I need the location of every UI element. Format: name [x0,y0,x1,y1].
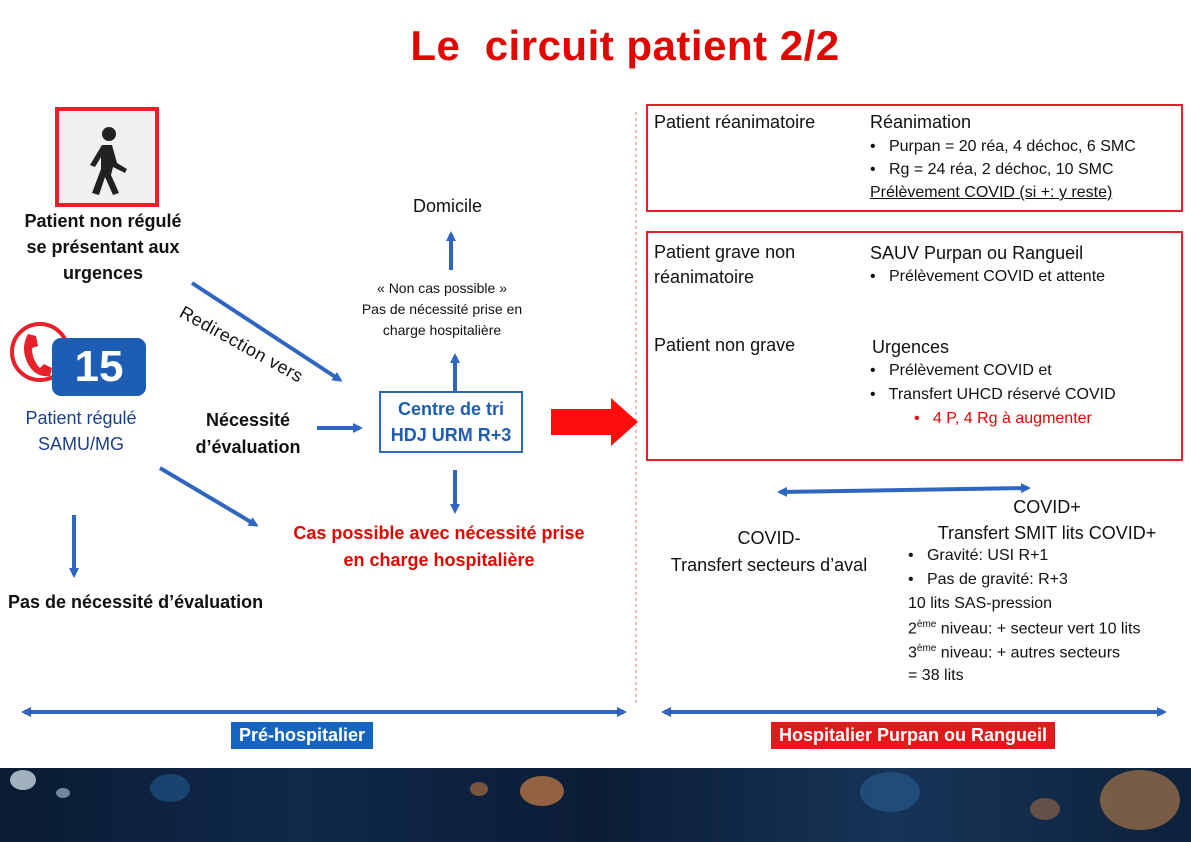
non-case-line-3: charge hospitalière [336,320,548,341]
non-case-label: « Non cas possible » Pas de nécessité pr… [336,278,548,341]
level2-text: niveau: + secteur vert 10 lits [936,620,1140,637]
row1-destination: Réanimation [870,112,971,133]
row3-bullet-1: • Prélèvement COVID et [870,362,1052,380]
walking-sign [55,107,159,207]
row2-label-line-1: Patient grave non [654,240,795,265]
covid-neg-line-2: Transfert secteurs d’aval [654,552,884,579]
triage-center-label: Centre de tri HDJ URM R+3 [380,396,522,448]
row2-bullet-1-text: Prélèvement COVID et attente [889,268,1105,285]
row1-bullet-1: • Purpan = 20 réa, 4 déchoc, 6 SMC [870,138,1136,156]
big-red-arrow [551,398,638,446]
no-need-evaluation-label: Pas de nécessité d’évaluation [8,592,263,613]
virus-particle-icon [56,788,70,798]
unregulated-line-1: Patient non régulé [8,208,198,234]
virus-particle-icon [150,774,190,802]
non-case-line-2: Pas de nécessité prise en [336,299,548,320]
covid-pos-level-3: 3ème niveau: + autres secteurs [908,643,1120,662]
row3-sub-bullet: • 4 P, 4 Rg à augmenter [914,410,1092,428]
row3-sub-bullet-text: 4 P, 4 Rg à augmenter [933,410,1092,427]
level2-sup: ème [917,619,936,630]
pre-hospital-badge: Pré-hospitalier [231,722,373,749]
covid-pos-bullet-1-text: Gravité: USI R+1 [927,547,1048,564]
need-eval-line-2: d’évaluation [178,434,318,461]
regulated-line-1: Patient régulé [6,405,156,431]
covid-pos-bullet-2-text: Pas de gravité: R+3 [927,571,1068,588]
row1-note: Prélèvement COVID (si +: y reste) [870,184,1112,202]
row1-patient-label: Patient réanimatoire [654,112,815,133]
row3-bullet-1-text: Prélèvement COVID et [889,362,1052,379]
walking-person-icon [59,111,155,203]
covid-pos-line-sas: 10 lits SAS-pression [908,595,1052,613]
virus-particle-icon [470,782,488,796]
covid-pos-total: = 38 lits [908,667,964,685]
arrow-covid-split [780,488,1028,492]
possible-case-label: Cas possible avec nécessité prise en cha… [282,520,596,574]
covid-pos-bullet-1: • Gravité: USI R+1 [908,547,1048,565]
level2-ordinal: 2 [908,620,917,637]
row3-bullet-2-text: Transfert UHCD réservé COVID [889,386,1116,403]
covid-negative-label: COVID- Transfert secteurs d’aval [654,525,884,579]
virus-particle-icon [10,770,36,790]
covid-pos-line-2: Transfert SMIT lits COVID+ [914,520,1180,546]
samu-15-badge: 15 [52,338,146,396]
unregulated-line-2: se présentant aux [8,234,198,260]
row1-bullet-2-text: Rg = 24 réa, 2 déchoc, 10 SMC [889,161,1114,178]
decorative-virus-banner [0,768,1191,842]
triage-line-2: HDJ URM R+3 [380,422,522,448]
non-case-line-1: « Non cas possible » [336,278,548,299]
need-evaluation-label: Nécessité d’évaluation [178,407,318,461]
row3-bullet-2: • Transfert UHCD réservé COVID [870,386,1116,404]
covid-pos-line-1: COVID+ [914,494,1180,520]
level3-sup: ème [917,643,936,654]
row2-patient-label: Patient grave non réanimatoire [654,240,795,290]
domicile-label: Domicile [413,196,482,217]
regulated-patient-label: Patient régulé SAMU/MG [6,405,156,457]
regulated-line-2: SAMU/MG [6,431,156,457]
row2-label-line-2: réanimatoire [654,265,795,290]
level3-text: niveau: + autres secteurs [936,644,1120,661]
row1-bullet-1-text: Purpan = 20 réa, 4 déchoc, 6 SMC [889,138,1136,155]
covid-neg-line-1: COVID- [654,525,884,552]
arrow-to-possible-case [160,468,256,525]
level3-ordinal: 3 [908,644,917,661]
covid-pos-level-2: 2ème niveau: + secteur vert 10 lits [908,619,1140,638]
row2-bullet-1: • Prélèvement COVID et attente [870,268,1105,286]
covid-positive-label: COVID+ Transfert SMIT lits COVID+ [914,494,1180,546]
row2-destination: SAUV Purpan ou Rangueil [870,243,1083,264]
row1-bullet-2: • Rg = 24 réa, 2 déchoc, 10 SMC [870,161,1114,179]
possible-case-line-1: Cas possible avec nécessité prise [282,520,596,547]
need-eval-line-1: Nécessité [178,407,318,434]
hospital-badge: Hospitalier Purpan ou Rangueil [771,722,1055,749]
virus-particle-icon [860,772,920,812]
possible-case-line-2: en charge hospitalière [282,547,596,574]
row3-destination: Urgences [872,337,949,358]
virus-particle-icon [1100,770,1180,830]
unregulated-patient-label: Patient non régulé se présentant aux urg… [8,208,198,286]
covid-pos-bullet-2: • Pas de gravité: R+3 [908,571,1068,589]
row3-patient-label: Patient non grave [654,335,795,356]
virus-particle-icon [520,776,564,806]
virus-particle-icon [1030,798,1060,820]
unregulated-line-3: urgences [8,260,198,286]
triage-line-1: Centre de tri [380,396,522,422]
